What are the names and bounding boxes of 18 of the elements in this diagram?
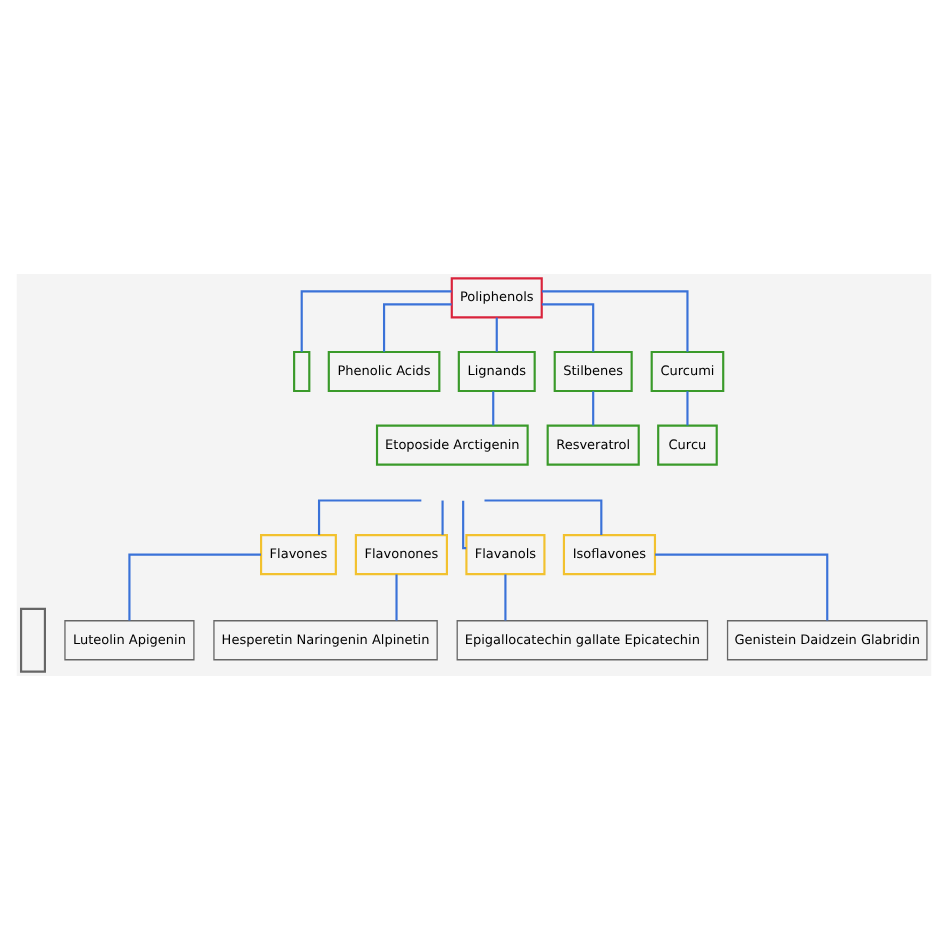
connector bbox=[495, 316, 498, 351]
connector bbox=[504, 573, 507, 620]
connector bbox=[128, 552, 261, 620]
connector bbox=[484, 498, 603, 535]
connector bbox=[686, 390, 689, 425]
connector bbox=[395, 573, 398, 620]
connector bbox=[541, 302, 595, 351]
node-box bbox=[20, 606, 46, 672]
connector bbox=[300, 289, 452, 351]
connector bbox=[541, 289, 689, 351]
connector bbox=[441, 499, 444, 534]
connector bbox=[462, 499, 467, 549]
connector bbox=[655, 552, 829, 620]
node-box bbox=[293, 349, 311, 392]
connector bbox=[317, 498, 422, 535]
connector bbox=[592, 390, 595, 425]
connector bbox=[492, 390, 495, 425]
connector bbox=[382, 302, 452, 351]
